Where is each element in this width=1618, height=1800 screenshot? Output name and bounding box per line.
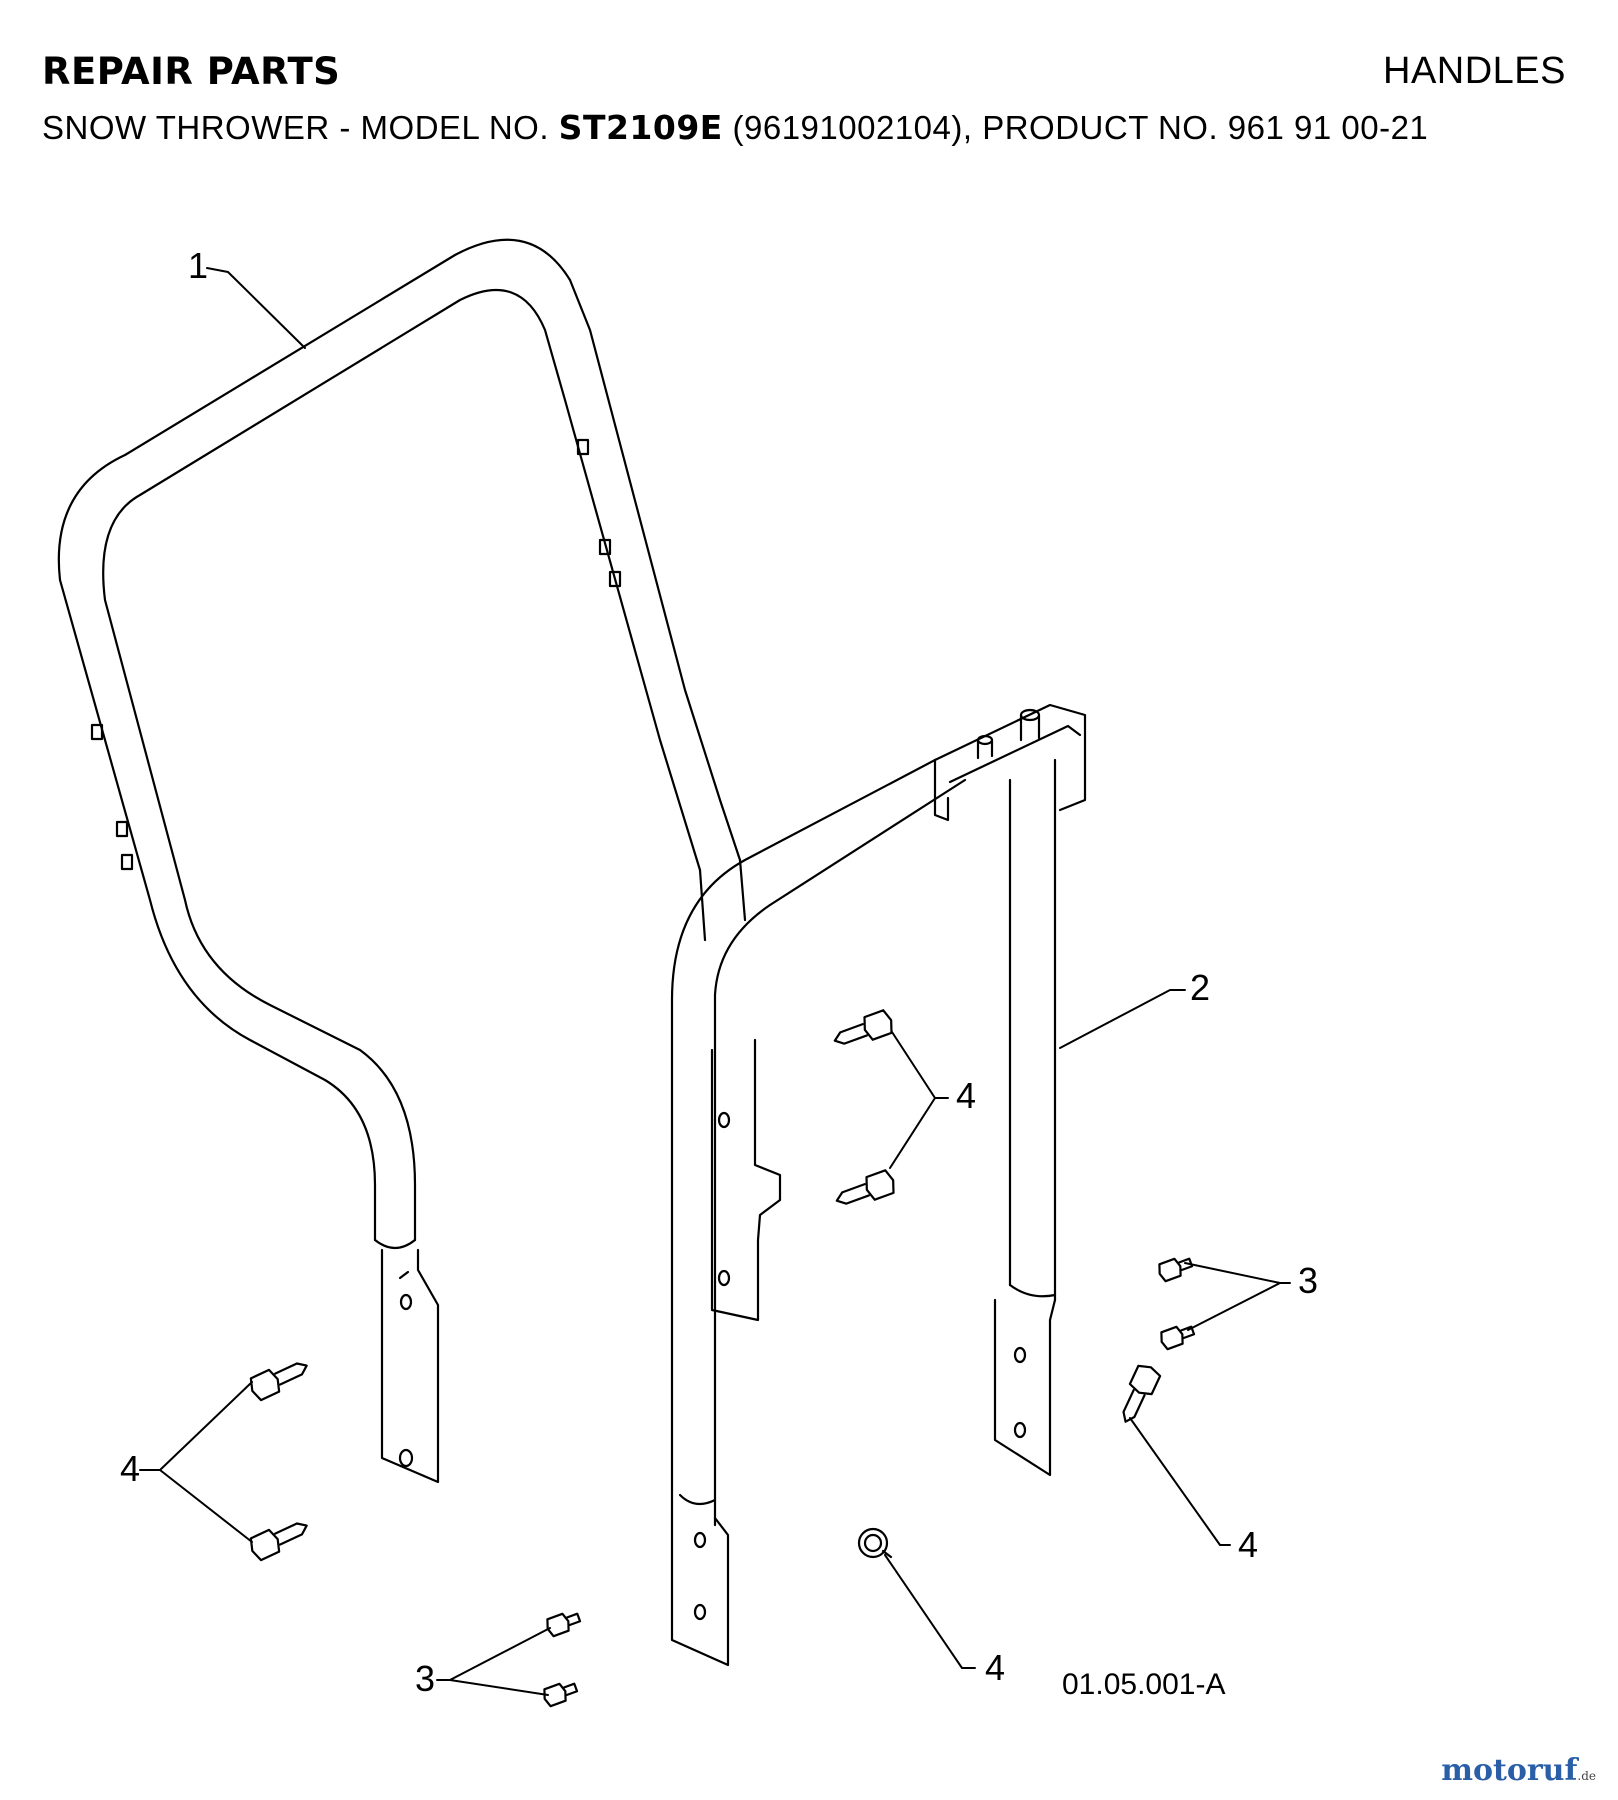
screw-d xyxy=(543,1682,579,1708)
model-subtitle: SNOW THROWER - MODEL NO. ST2109E (961910… xyxy=(42,108,1428,147)
watermark-tld: .de xyxy=(1577,1769,1596,1783)
screw-fasteners xyxy=(543,1257,1196,1708)
watermark-brand: motoruf xyxy=(1441,1753,1578,1788)
bolt-c xyxy=(833,1009,893,1045)
section-title: HANDLES xyxy=(1383,50,1566,92)
leader-lines xyxy=(139,267,1291,1696)
upper-handle-part xyxy=(57,238,747,1484)
callout-3-right: 3 xyxy=(1298,1260,1318,1301)
model-number: ST2109E xyxy=(558,108,723,147)
bolt-d xyxy=(835,1169,895,1205)
bolt-a xyxy=(249,1362,308,1402)
bolt-f xyxy=(857,1527,893,1559)
callout-1: 1 xyxy=(188,245,208,286)
callout-2: 2 xyxy=(1190,967,1210,1008)
bolt-fasteners xyxy=(249,1009,1162,1562)
callout-4-lower: 4 xyxy=(985,1647,1005,1688)
bolt-b xyxy=(249,1522,308,1562)
callout-3-lower: 3 xyxy=(415,1658,435,1699)
watermark-logo: motoruf.de xyxy=(1441,1753,1596,1788)
subtitle-suffix: (96191002104), PRODUCT NO. 961 91 00-21 xyxy=(722,109,1429,146)
callout-4-left: 4 xyxy=(120,1448,140,1489)
subtitle-prefix: SNOW THROWER - MODEL NO. xyxy=(42,109,559,146)
screw-a xyxy=(1158,1257,1194,1283)
page-title: REPAIR PARTS xyxy=(42,50,341,93)
bolt-e xyxy=(1122,1364,1162,1423)
screw-c xyxy=(546,1612,582,1638)
callout-4-right: 4 xyxy=(1238,1524,1258,1565)
lower-handle-part xyxy=(670,703,1087,1667)
callout-4-upper: 4 xyxy=(956,1075,976,1116)
drawing-reference: 01.05.001-A xyxy=(1062,1668,1225,1701)
screw-b xyxy=(1160,1325,1196,1351)
